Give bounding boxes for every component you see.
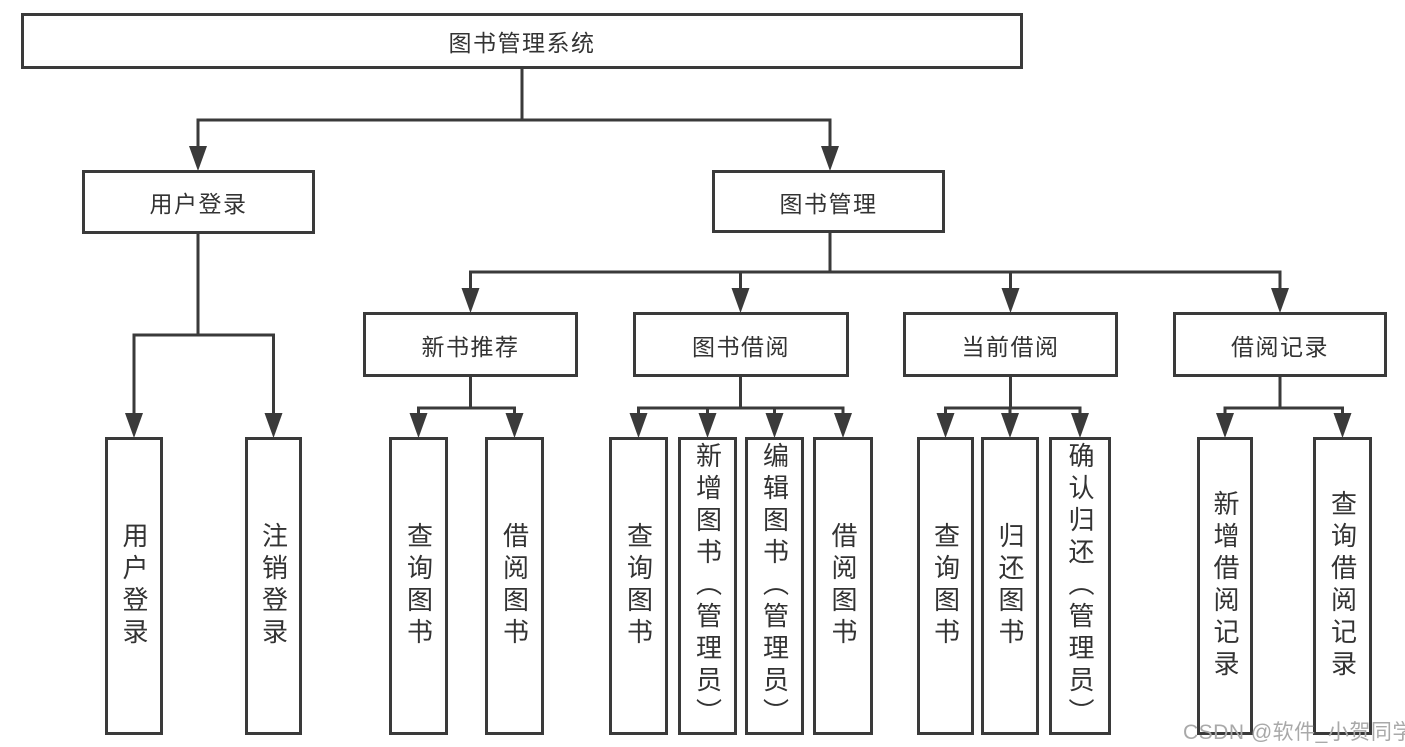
arrow-down-icon xyxy=(1071,413,1089,438)
arrow-down-icon xyxy=(264,413,283,438)
arrow-down-icon xyxy=(834,413,852,438)
connector-new-book-recommendation-children xyxy=(409,377,524,438)
arrow-down-icon xyxy=(765,413,784,438)
connector-book-management-children xyxy=(461,233,1289,313)
node-label: 新增图书（管理员） xyxy=(692,442,723,730)
node-label: 新书推荐 xyxy=(421,333,520,360)
node-new-book-recommendation: 新书推荐 xyxy=(363,312,578,377)
node-book-management: 图书管理 xyxy=(712,170,945,233)
node-label: 新增借阅记录 xyxy=(1210,490,1240,682)
leaf-user-login: 用户登录 xyxy=(105,437,163,735)
node-label: 当前借阅 xyxy=(961,333,1060,360)
arrow-down-icon xyxy=(936,413,955,438)
node-label: 注销登录 xyxy=(258,522,289,650)
node-library-management-system: 图书管理系统 xyxy=(21,13,1023,69)
leaf-query-books-current: 查询图书 xyxy=(917,437,974,735)
arrow-down-icon xyxy=(629,413,648,438)
leaf-add-books-admin: 新增图书（管理员） xyxy=(678,437,737,735)
arrow-down-icon xyxy=(189,146,207,171)
node-label: 归还图书 xyxy=(995,522,1025,650)
arrow-down-icon xyxy=(1271,288,1289,313)
arrow-down-icon xyxy=(505,413,524,438)
arrow-down-icon xyxy=(1216,413,1234,438)
leaf-confirm-return-admin: 确认归还（管理员） xyxy=(1049,437,1111,735)
node-label: 图书管理系统 xyxy=(448,30,596,56)
node-label: 用户登录 xyxy=(149,191,248,217)
arrow-down-icon xyxy=(1001,413,1019,438)
node-label: 查询借阅记录 xyxy=(1327,490,1358,682)
leaf-return-books: 归还图书 xyxy=(981,437,1039,735)
leaf-add-borrow-record: 新增借阅记录 xyxy=(1197,437,1253,735)
node-label: 借阅图书 xyxy=(499,522,530,650)
connector-user-login-children xyxy=(125,234,283,438)
node-user-login: 用户登录 xyxy=(82,170,315,234)
node-borrowing-records: 借阅记录 xyxy=(1173,312,1387,377)
node-book-borrowing: 图书借阅 xyxy=(633,312,849,377)
node-label: 借阅记录 xyxy=(1231,333,1329,360)
leaf-borrow-books-borrowing: 借阅图书 xyxy=(813,437,873,735)
connector-root-to-level2 xyxy=(189,69,839,171)
node-label: 用户登录 xyxy=(119,522,149,650)
node-label: 图书借阅 xyxy=(692,333,790,360)
node-label: 查询图书 xyxy=(930,522,961,650)
arrow-down-icon xyxy=(461,288,480,313)
arrow-down-icon xyxy=(731,288,750,313)
arrow-down-icon xyxy=(821,146,839,171)
csdn-watermark: CSDN @软件_小贺同学 xyxy=(1183,721,1405,744)
node-current-borrowing: 当前借阅 xyxy=(903,312,1118,377)
leaf-borrow-books-recommend: 借阅图书 xyxy=(485,437,544,735)
node-label: 编辑图书（管理员） xyxy=(759,442,790,730)
node-label: 查询图书 xyxy=(403,522,434,650)
leaf-edit-books-admin: 编辑图书（管理员） xyxy=(745,437,804,735)
arrow-down-icon xyxy=(125,413,143,438)
connector-book-borrowing-children xyxy=(629,377,852,438)
arrow-down-icon xyxy=(409,413,428,438)
node-label: 查询图书 xyxy=(623,522,654,650)
connector-current-borrowing-children xyxy=(936,377,1089,438)
leaf-query-borrow-record: 查询借阅记录 xyxy=(1313,437,1372,735)
leaf-logout: 注销登录 xyxy=(245,437,302,735)
node-label: 图书管理 xyxy=(779,190,878,217)
node-label: 确认归还（管理员） xyxy=(1065,442,1095,730)
arrow-down-icon xyxy=(1333,413,1352,438)
arrow-down-icon xyxy=(1001,288,1020,313)
leaf-query-books-recommend: 查询图书 xyxy=(389,437,448,735)
connector-borrowing-records-children xyxy=(1216,377,1352,438)
leaf-query-books-borrowing: 查询图书 xyxy=(609,437,668,735)
node-label: 借阅图书 xyxy=(828,522,858,650)
arrow-down-icon xyxy=(698,413,717,438)
